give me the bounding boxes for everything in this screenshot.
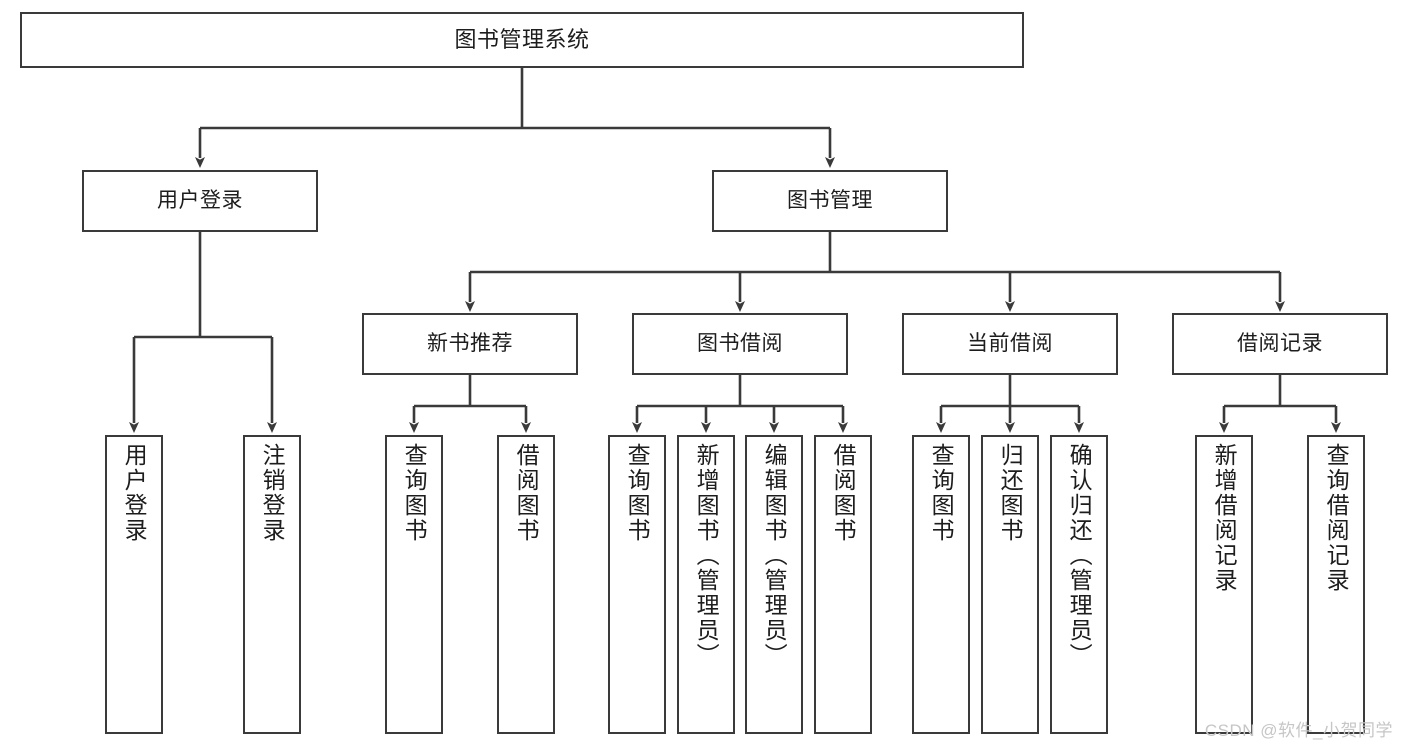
node-label: 用户登录 (121, 443, 148, 543)
node-label: 图书借阅 (697, 331, 783, 355)
leaf-user-login[interactable]: 用户登录 (105, 435, 163, 734)
node-book-management[interactable]: 图书管理 (712, 170, 948, 232)
leaf-borrow-book[interactable]: 借阅图书 (814, 435, 872, 734)
node-label: 新增借阅记录 (1211, 443, 1238, 593)
leaf-edit-book-admin[interactable]: 编辑图书（管理员） (745, 435, 803, 734)
node-label: 用户登录 (157, 188, 243, 212)
node-label: 借阅记录 (1237, 331, 1323, 355)
node-borrowing-record[interactable]: 借阅记录 (1172, 313, 1388, 375)
leaf-query-book-borrow[interactable]: 查询图书 (608, 435, 666, 734)
leaf-add-book-admin[interactable]: 新增图书（管理员） (677, 435, 735, 734)
leaf-logout[interactable]: 注销登录 (243, 435, 301, 734)
leaf-borrow-book-new[interactable]: 借阅图书 (497, 435, 555, 734)
node-label: 归还图书 (997, 443, 1024, 543)
node-root-library-management-system[interactable]: 图书管理系统 (20, 12, 1024, 68)
node-label: 查询图书 (928, 443, 955, 543)
leaf-query-book-new[interactable]: 查询图书 (385, 435, 443, 734)
leaf-query-borrow-record[interactable]: 查询借阅记录 (1307, 435, 1365, 734)
leaf-add-borrow-record[interactable]: 新增借阅记录 (1195, 435, 1253, 734)
node-label: 图书管理系统 (454, 27, 590, 53)
node-label: 借阅图书 (830, 443, 857, 543)
watermark: CSDN @软件_小贺同学 (1204, 721, 1393, 740)
node-label: 注销登录 (259, 443, 286, 543)
node-current-borrowing[interactable]: 当前借阅 (902, 313, 1118, 375)
node-label: 编辑图书（管理员） (761, 443, 788, 668)
leaf-return-book[interactable]: 归还图书 (981, 435, 1039, 734)
node-book-borrowing[interactable]: 图书借阅 (632, 313, 848, 375)
node-label: 图书管理 (787, 188, 873, 212)
node-label: 新增图书（管理员） (693, 443, 720, 668)
node-label: 查询图书 (624, 443, 651, 543)
node-label: 当前借阅 (967, 331, 1053, 355)
node-new-book-recommendation[interactable]: 新书推荐 (362, 313, 578, 375)
node-label: 确认归还（管理员） (1066, 443, 1093, 668)
leaf-confirm-return-admin[interactable]: 确认归还（管理员） (1050, 435, 1108, 734)
node-label: 新书推荐 (427, 331, 513, 355)
node-label: 查询图书 (401, 443, 428, 543)
node-label: 查询借阅记录 (1323, 443, 1350, 593)
leaf-query-book-current[interactable]: 查询图书 (912, 435, 970, 734)
node-label: 借阅图书 (513, 443, 540, 543)
node-user-login[interactable]: 用户登录 (82, 170, 318, 232)
